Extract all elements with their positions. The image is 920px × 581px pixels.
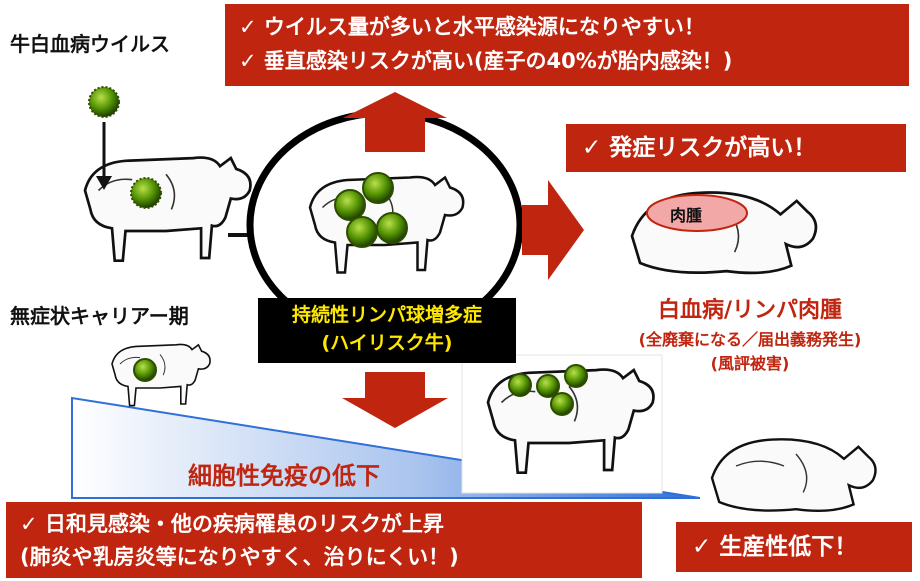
infection-risk-box: ✓ ウイルス量が多いと水平感染源になりやすい！ ✓ 垂直感染リスクが高い(産子の… <box>225 4 909 86</box>
carrier-stage-label: 無症状キャリアー期 <box>10 304 189 328</box>
opportunistic-line2: (肺炎や乳房炎等になりやすく、治りにくい！) <box>20 545 459 569</box>
cow-lying-weak <box>710 438 877 513</box>
arrow-down-icon <box>342 372 448 428</box>
vertical-infection-text: ✓ 垂直感染リスクが高い(産子の40%が胎内感染！) <box>239 49 733 73</box>
disease-title: 白血病/リンパ肉腫 <box>657 298 843 323</box>
arrow-up-icon <box>343 92 447 152</box>
tumor-label: 肉腫 <box>670 206 703 225</box>
productivity-box: ✓ 生産性低下！ <box>676 522 912 572</box>
virus-label: 牛白血病ウイルス <box>10 32 170 56</box>
immune-decline-label: 細胞性免疫の低下 <box>188 462 380 490</box>
cow-infected-left <box>83 156 252 263</box>
disease-note-1: (全廃棄になる／届出義務発生) <box>638 330 862 349</box>
opportunistic-infection-box: ✓ 日和見感染・他の疾病罹患のリスクが上昇 (肺炎や乳房炎等になりやすく、治りに… <box>6 502 642 578</box>
high-risk-box: 持続性リンパ球増多症 (ハイリスク牛) <box>258 298 516 363</box>
high-risk-line2: (ハイリスク牛) <box>321 332 453 354</box>
virus-particle-icon <box>88 86 120 118</box>
arrow-right-icon <box>522 180 584 280</box>
onset-risk-box: ✓ 発症リスクが高い！ <box>566 124 906 172</box>
opportunistic-line1: ✓ 日和見感染・他の疾病罹患のリスクが上昇 <box>20 512 444 536</box>
high-risk-line1: 持続性リンパ球増多症 <box>291 304 482 326</box>
horizontal-infection-text: ✓ ウイルス量が多いと水平感染源になりやすい！ <box>239 15 705 39</box>
tumor-ellipse <box>646 194 748 232</box>
disease-note-2: (風評被害) <box>710 354 790 373</box>
cow-small <box>111 343 211 407</box>
